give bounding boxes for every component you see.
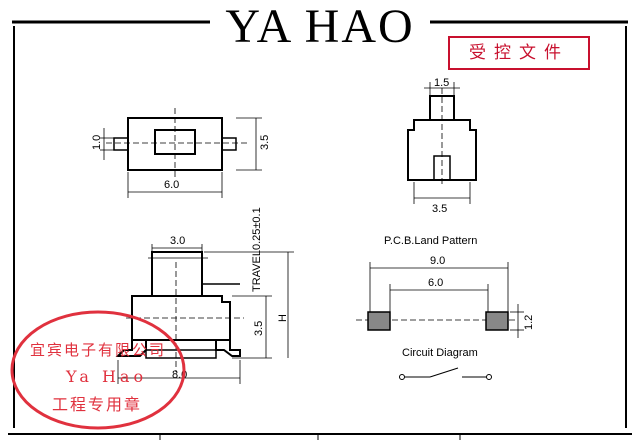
pcb-inner-label: 6.0 xyxy=(428,277,443,289)
top-view-height-label: 3.5 xyxy=(259,135,271,150)
top-view xyxy=(100,108,262,198)
seal-line3: 工程专用章 xyxy=(52,395,142,414)
front-view-total-label: H xyxy=(277,314,289,322)
seal-line1: 宜宾电子有限公司 xyxy=(30,341,166,359)
top-view-pin-label: 1.0 xyxy=(91,135,103,150)
circuit-title: Circuit Diagram xyxy=(402,347,478,359)
front-view-actuator-label: 3.0 xyxy=(170,235,185,247)
company-seal: 宜宾电子有限公司 Ya Hao 工程专用章 xyxy=(10,310,186,430)
front-view xyxy=(115,244,294,384)
seal-line2: Ya Hao xyxy=(65,367,147,386)
side-view xyxy=(407,82,477,204)
pcb-pad-right xyxy=(485,311,509,331)
pcb-title: P.C.B.Land Pattern xyxy=(384,235,477,247)
pcb-pattern xyxy=(356,262,524,338)
front-view-height-label: 3.5 xyxy=(253,321,265,336)
side-view-base-label: 3.5 xyxy=(432,203,447,215)
pcb-pad-label: 1.2 xyxy=(523,315,535,330)
front-view-travel-label: TRAVEL0.25±0.1 xyxy=(251,207,263,292)
brand-title: YA HAO xyxy=(0,0,640,53)
controlled-document-stamp: 受控文件 xyxy=(448,36,590,70)
pcb-outer-label: 9.0 xyxy=(430,255,445,267)
top-view-width-label: 6.0 xyxy=(164,179,179,191)
pcb-pad-left xyxy=(367,311,391,331)
pcb-pads xyxy=(367,311,509,331)
circuit-switch xyxy=(399,367,492,380)
side-view-actuator-label: 1.5 xyxy=(434,77,449,89)
drawing-frame xyxy=(8,20,632,440)
